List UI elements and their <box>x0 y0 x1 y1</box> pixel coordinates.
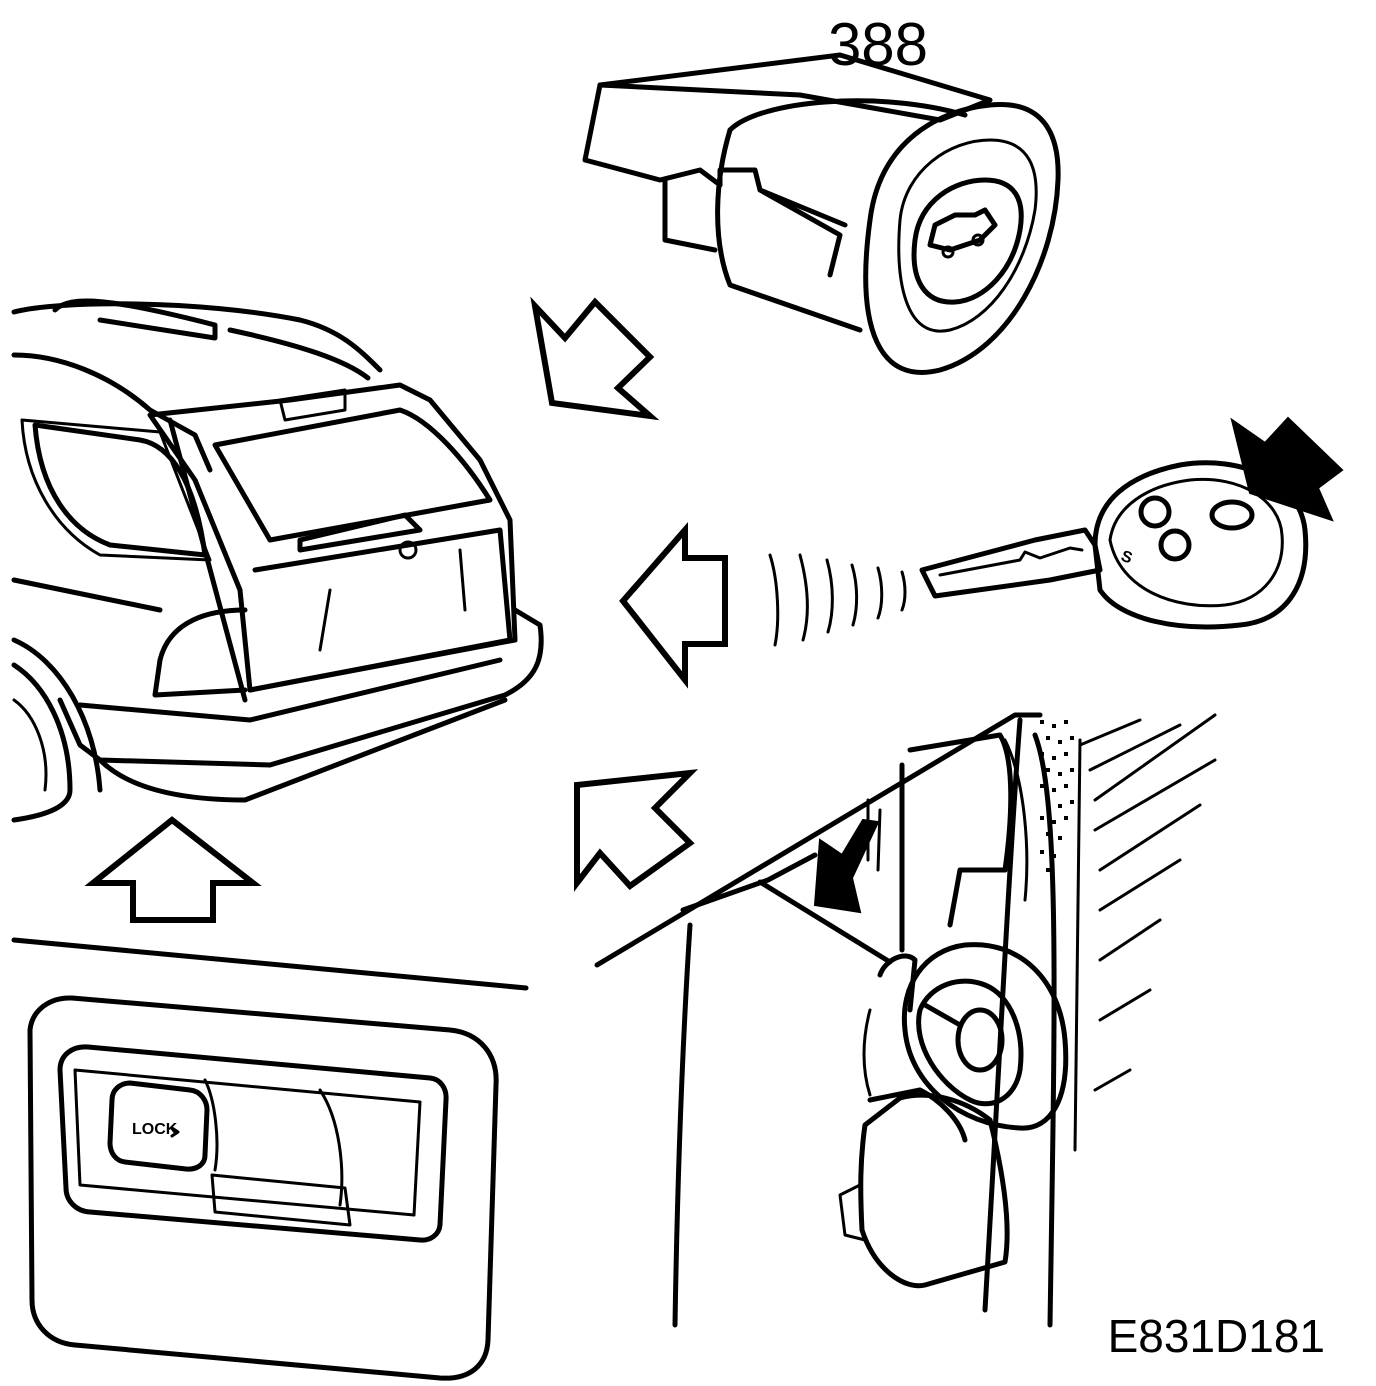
car-rear <box>11 298 544 823</box>
press-arrow-icon <box>1230 416 1344 522</box>
turn-arrow-icon <box>813 818 880 914</box>
arrow-panel-to-car <box>84 816 262 923</box>
part-number-label: 388 <box>828 11 928 78</box>
dotted-texture <box>1040 720 1074 872</box>
lock-button-label: LOCK <box>132 1121 178 1138</box>
arrow-switch-to-car <box>530 296 660 421</box>
svg-text:S: S <box>1119 548 1135 568</box>
arrow-key-to-car <box>619 522 728 689</box>
ignition-key <box>594 712 1217 1328</box>
remote-key: S <box>768 416 1344 647</box>
tailgate-switch <box>582 52 1061 375</box>
figure-code: E831D181 <box>1108 1310 1325 1362</box>
lock-button-panel: LOCK <box>11 937 529 1381</box>
arrow-ignition-to-car <box>574 769 699 892</box>
